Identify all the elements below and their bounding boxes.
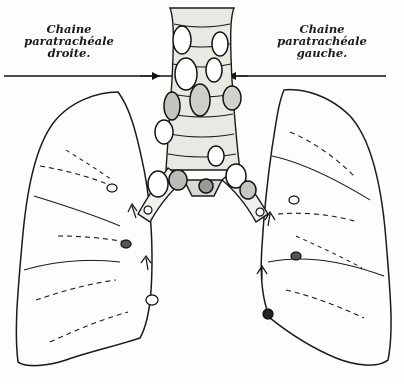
peripheral-nodes bbox=[107, 184, 301, 319]
right-arrow-icon bbox=[140, 72, 160, 80]
left-lung bbox=[261, 90, 391, 365]
right-lung bbox=[16, 92, 152, 366]
